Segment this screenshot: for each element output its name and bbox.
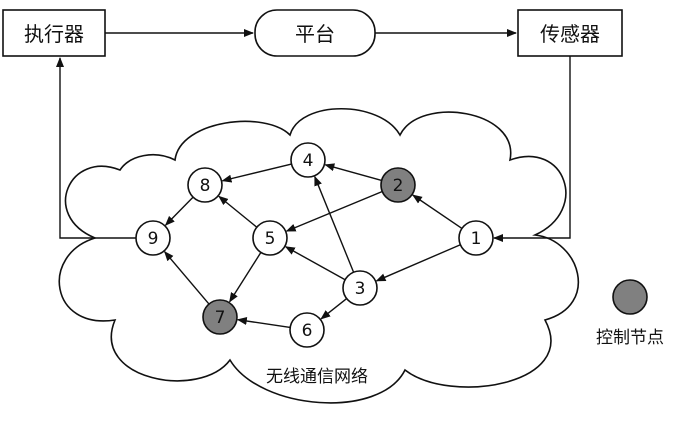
network-label: 无线通信网络 <box>266 367 368 387</box>
node-8: 8 <box>188 168 222 202</box>
legend-control-node-swatch <box>613 280 647 314</box>
actuator-block: 执行器 <box>3 10 105 56</box>
node-9: 9 <box>136 221 170 255</box>
node-5: 5 <box>253 221 287 255</box>
node-label: 1 <box>471 229 482 249</box>
node-7: 7 <box>203 300 237 334</box>
node-label: 8 <box>200 176 211 196</box>
platform-label: 平台 <box>295 22 335 46</box>
node-label: 4 <box>303 151 314 171</box>
platform-block: 平台 <box>255 10 375 56</box>
node-label: 3 <box>355 279 366 299</box>
sensor-label: 传感器 <box>540 22 600 46</box>
node-label: 7 <box>215 308 226 328</box>
actuator-label: 执行器 <box>24 22 84 46</box>
node-label: 2 <box>393 176 404 196</box>
node-2: 2 <box>381 168 415 202</box>
sensor-block: 传感器 <box>518 10 622 56</box>
legend-label: 控制节点 <box>596 328 664 348</box>
node-label: 6 <box>302 321 313 341</box>
node-1: 1 <box>459 221 493 255</box>
node-6: 6 <box>290 313 324 347</box>
node-label: 9 <box>148 229 159 249</box>
legend: 控制节点 <box>596 280 664 348</box>
node-4: 4 <box>291 143 325 177</box>
node-3: 3 <box>343 271 377 305</box>
node-label: 5 <box>265 229 276 249</box>
